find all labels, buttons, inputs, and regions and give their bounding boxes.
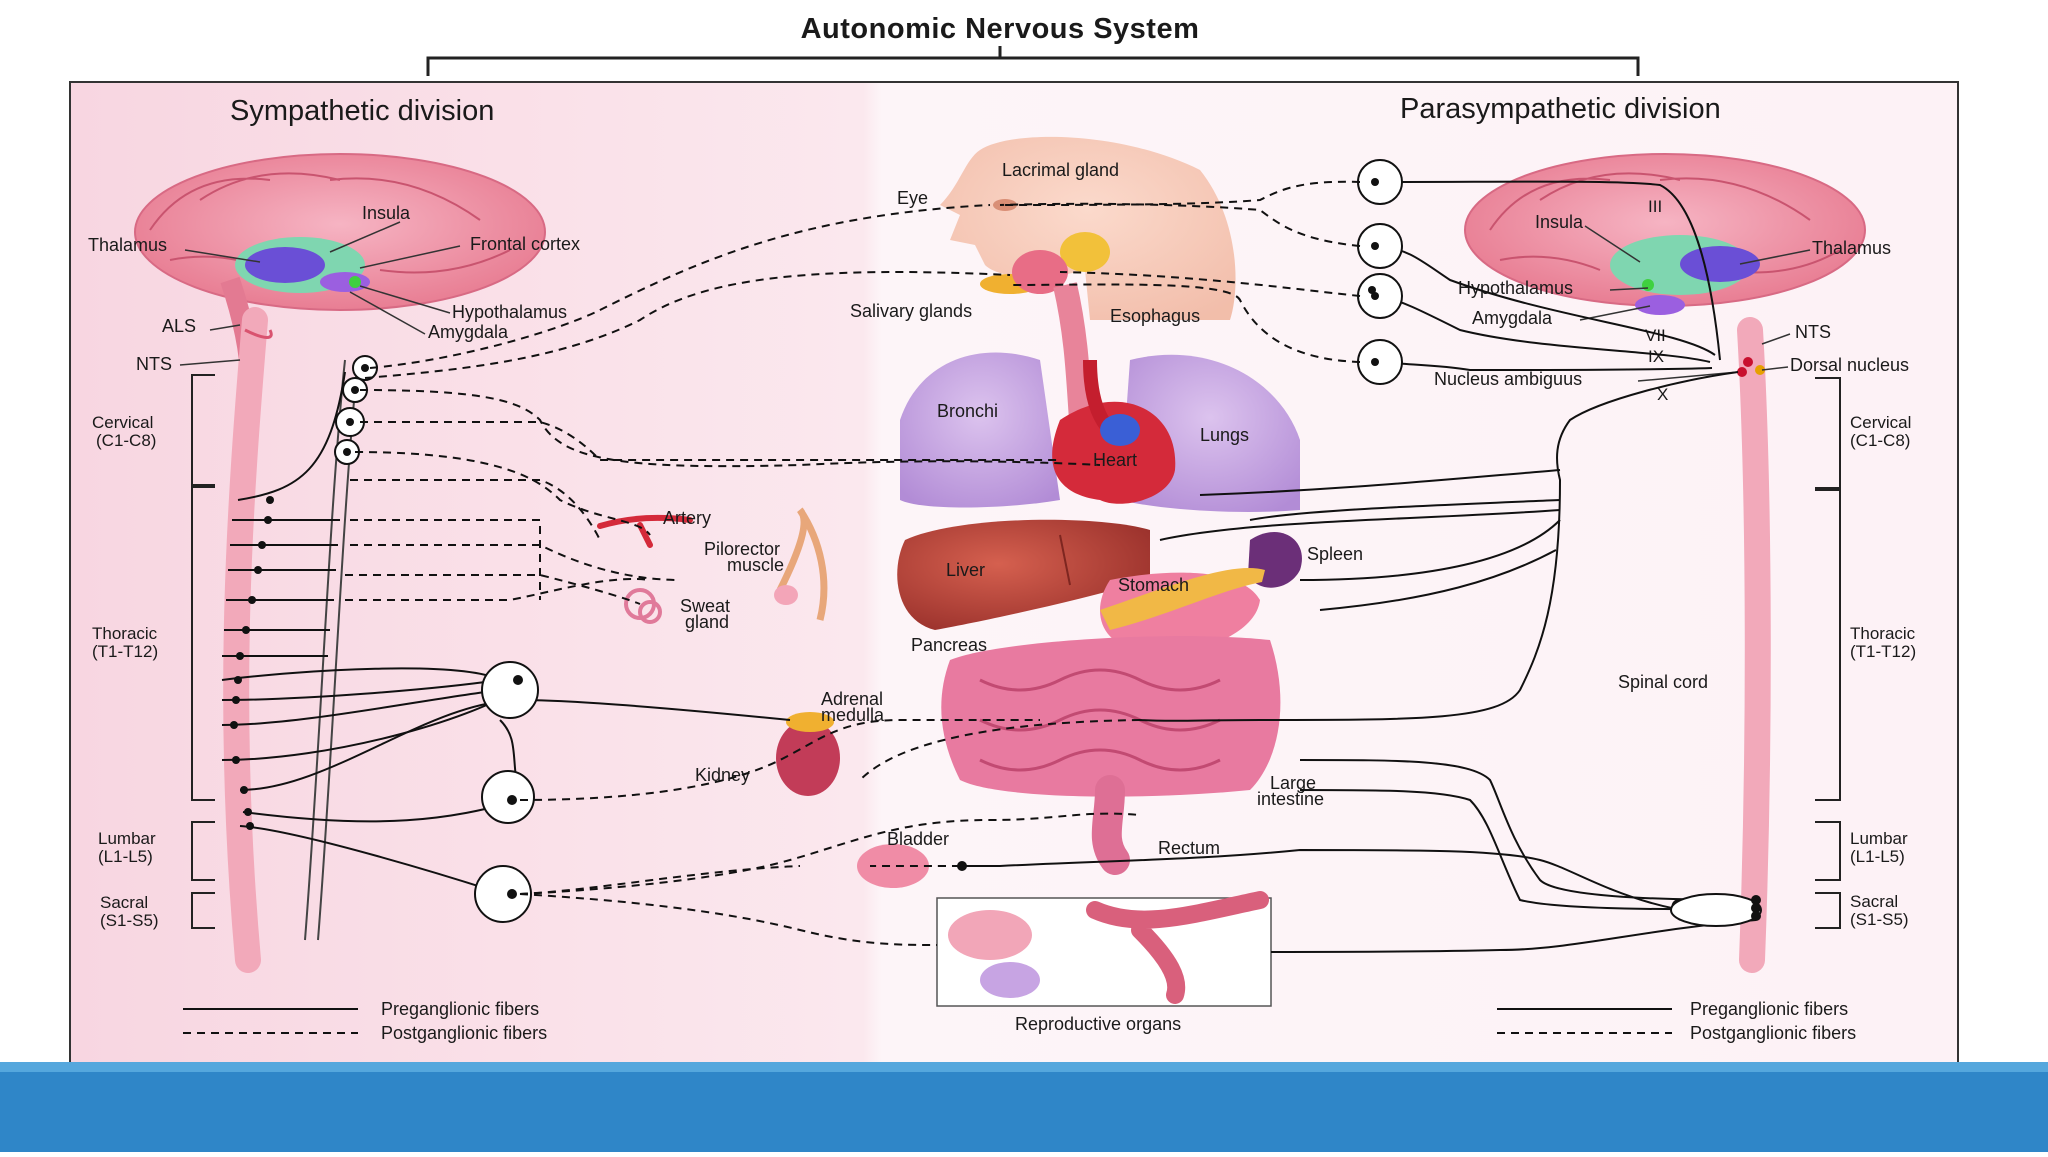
sympathetic-brain bbox=[134, 153, 546, 381]
sweat-gland bbox=[624, 588, 662, 624]
parasympathetic-title: Parasympathetic division bbox=[1400, 93, 1721, 125]
pancreas bbox=[1100, 568, 1265, 630]
label-lungs: Lungs bbox=[1200, 425, 1249, 445]
label-heart: Heart bbox=[1093, 450, 1137, 470]
liver bbox=[897, 519, 1150, 630]
sympathetic-segment-brackets bbox=[191, 374, 215, 929]
seg-cervical-right: Cervical(C1-C8) bbox=[1850, 413, 1911, 450]
seg-lumbar-right: Lumbar(L1-L5) bbox=[1850, 829, 1908, 866]
label-thalamus-right: Thalamus bbox=[1812, 238, 1891, 258]
label-amygdala-left: Amygdala bbox=[428, 322, 509, 342]
bladder bbox=[857, 844, 929, 888]
footer-accent-line bbox=[0, 1062, 2048, 1072]
label-cn3: III bbox=[1648, 197, 1662, 216]
kidney bbox=[776, 712, 840, 796]
label-spinal-cord: Spinal cord bbox=[1618, 672, 1708, 692]
label-thalamus-left: Thalamus bbox=[88, 235, 167, 255]
label-bladder: Bladder bbox=[887, 829, 949, 849]
legend-right-pre: Preganglionic fibers bbox=[1690, 999, 1848, 1019]
parasympathetic-brain bbox=[1464, 153, 1866, 315]
sympathetic-segment-labels: Cervical(C1-C8) Thoracic(T1-T12) Lumbar(… bbox=[92, 413, 159, 930]
label-nts-left: NTS bbox=[136, 354, 172, 374]
intestines bbox=[941, 636, 1281, 875]
label-nts-right: NTS bbox=[1795, 322, 1831, 342]
seg-cervical-left: Cervical(C1-C8) bbox=[92, 413, 156, 450]
label-amygdala-right: Amygdala bbox=[1472, 308, 1553, 328]
label-salivary-glands: Salivary glands bbox=[850, 301, 972, 321]
parasympathetic-preganglionic-fibers bbox=[960, 180, 1757, 953]
title-bracket bbox=[426, 46, 1640, 76]
label-esophagus: Esophagus bbox=[1110, 306, 1200, 326]
parasympathetic-ganglia bbox=[1357, 159, 1762, 927]
seg-sacral-right: Sacral(S1-S5) bbox=[1850, 892, 1909, 929]
salivary-glands bbox=[980, 232, 1110, 294]
sympathetic-title: Sympathetic division bbox=[230, 95, 494, 127]
seg-lumbar-left: Lumbar(L1-L5) bbox=[98, 829, 156, 866]
seg-thoracic-right: Thoracic(T1-T12) bbox=[1850, 624, 1916, 661]
legend-left: Preganglionic fibers Postganglionic fibe… bbox=[183, 999, 547, 1043]
label-nucleus-ambiguus: Nucleus ambiguus bbox=[1434, 369, 1582, 389]
label-cn10: X bbox=[1657, 385, 1668, 404]
parasympathetic-brain-labels: Insula Thalamus Hypothalamus Amygdala NT… bbox=[1434, 197, 1909, 404]
label-pancreas: Pancreas bbox=[911, 635, 987, 655]
pilorector-muscle bbox=[774, 507, 828, 621]
label-stomach: Stomach bbox=[1118, 575, 1189, 595]
heart bbox=[1052, 359, 1176, 504]
legend-right: Preganglionic fibers Postganglionic fibe… bbox=[1497, 999, 1856, 1043]
label-cn7: VII bbox=[1645, 326, 1666, 345]
label-dorsal-nucleus: Dorsal nucleus bbox=[1790, 355, 1909, 375]
sympathetic-spinal-cord bbox=[223, 307, 268, 973]
parasympathetic-segment-labels: Cervical(C1-C8) Thoracic(T1-T12) Lumbar(… bbox=[1850, 413, 1916, 929]
label-hypothalamus-left: Hypothalamus bbox=[452, 302, 567, 322]
label-als: ALS bbox=[162, 316, 196, 336]
sympathetic-fiber-dots bbox=[230, 364, 523, 899]
label-liver: Liver bbox=[946, 560, 985, 580]
label-bronchi: Bronchi bbox=[937, 401, 998, 421]
sympathetic-brain-labels: Insula Thalamus Frontal cortex ALS Hypot… bbox=[88, 203, 580, 374]
legend-left-post: Postganglionic fibers bbox=[381, 1023, 547, 1043]
label-cn9: IX bbox=[1648, 347, 1664, 366]
reproductive-organs-box bbox=[936, 891, 1272, 1007]
label-insula-left: Insula bbox=[362, 203, 411, 223]
label-artery: Artery bbox=[663, 508, 711, 528]
legend-left-pre: Preganglionic fibers bbox=[381, 999, 539, 1019]
parasympathetic-segment-brackets bbox=[1815, 377, 1841, 929]
label-lacrimal-gland: Lacrimal gland bbox=[1002, 160, 1119, 180]
label-rectum: Rectum bbox=[1158, 838, 1220, 858]
sympathetic-postganglionic-fibers bbox=[345, 204, 1141, 946]
seg-sacral-left: Sacral(S1-S5) bbox=[100, 893, 159, 930]
label-reproductive-organs: Reproductive organs bbox=[1015, 1014, 1181, 1034]
label-insula-right: Insula bbox=[1535, 212, 1584, 232]
parasympathetic-spinal-cord bbox=[1737, 317, 1771, 973]
parasympathetic-postganglionic-fibers bbox=[859, 180, 1361, 868]
seg-thoracic-left: Thoracic(T1-T12) bbox=[92, 624, 158, 661]
label-eye: Eye bbox=[897, 188, 928, 208]
legend-right-post: Postganglionic fibers bbox=[1690, 1023, 1856, 1043]
label-frontal-cortex: Frontal cortex bbox=[470, 234, 580, 254]
diagram-title: Autonomic Nervous System bbox=[801, 13, 1200, 45]
label-spleen: Spleen bbox=[1307, 544, 1363, 564]
label-kidney: Kidney bbox=[695, 765, 750, 785]
parasympathetic-fiber-dots bbox=[957, 178, 1761, 921]
organ-labels: Lacrimal gland Eye Salivary glands Esoph… bbox=[663, 160, 1363, 1034]
footer-bar bbox=[0, 1072, 2048, 1152]
